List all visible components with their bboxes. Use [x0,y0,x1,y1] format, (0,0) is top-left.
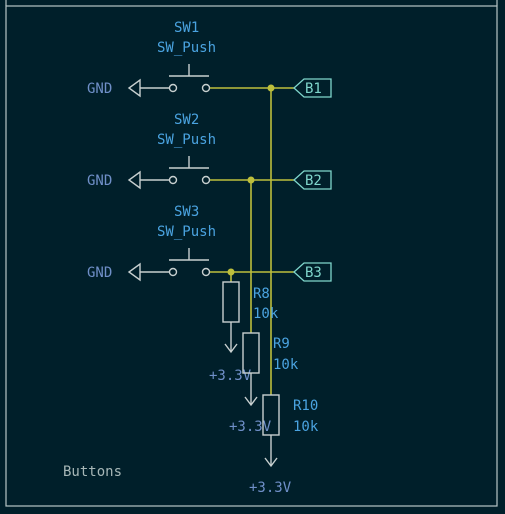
r9-ref: R9 [273,336,290,352]
r8-power-arrow [224,343,238,354]
sw1-pin1 [168,83,178,93]
r8-value: 10k [253,306,279,322]
switch-sw1[interactable]: SW1 SW_Push GND [87,20,216,98]
sw3-pin1 [168,267,178,277]
switch-sw3[interactable]: SW3 SW_Push GND [87,204,216,282]
sw3-ref: SW3 [174,204,199,220]
r10-power-label: +3.3V [249,480,292,496]
sw3-gnd-label: GND [87,265,112,281]
sw1-pin2 [201,83,211,93]
r8-body [222,281,240,323]
resistor-r9[interactable]: R9 10k +3.3V [229,332,299,435]
r10-value: 10k [293,419,319,435]
sw2-gnd-label: GND [87,173,112,189]
net-b1-shape [293,78,332,98]
r8-power-label: +3.3V [209,368,252,384]
sw1-gnd-label: GND [87,81,112,97]
r9-body [242,332,260,374]
sw2-value: SW_Push [157,132,216,148]
r10-power-arrow [264,457,278,468]
sw1-value: SW_Push [157,40,216,56]
r8-ref: R8 [253,286,270,302]
sheet-label: Buttons [63,464,122,480]
sw1-gnd-symbol [127,78,141,98]
net-label-b2[interactable]: B2 [293,170,332,190]
resistor-r10[interactable]: R10 10k +3.3V [249,394,319,496]
sw3-value: SW_Push [157,224,216,240]
sw1-ref: SW1 [174,20,199,36]
sw3-gnd-symbol [127,262,141,282]
sheet-border [5,5,498,507]
net-label-b1[interactable]: B1 [293,78,332,98]
sw2-gnd-symbol [127,170,141,190]
net-b1-text: B1 [305,81,322,97]
r9-value: 10k [273,357,299,373]
sw2-ref: SW2 [174,112,199,128]
sw2-pin1 [168,175,178,185]
net-b2-text: B2 [305,173,322,189]
r9-power-arrow [244,396,258,407]
sw2-pin2 [201,175,211,185]
sw3-pin2 [201,267,211,277]
net-b3-text: B3 [305,265,322,281]
net-label-b3[interactable]: B3 [293,262,332,282]
r9-power-label: +3.3V [229,419,272,435]
resistor-r8[interactable]: R8 10k +3.3V [209,281,279,384]
r10-ref: R10 [293,398,318,414]
switch-sw2[interactable]: SW2 SW_Push GND [87,112,216,190]
net-b3-shape [293,262,332,282]
net-b2-shape [293,170,332,190]
